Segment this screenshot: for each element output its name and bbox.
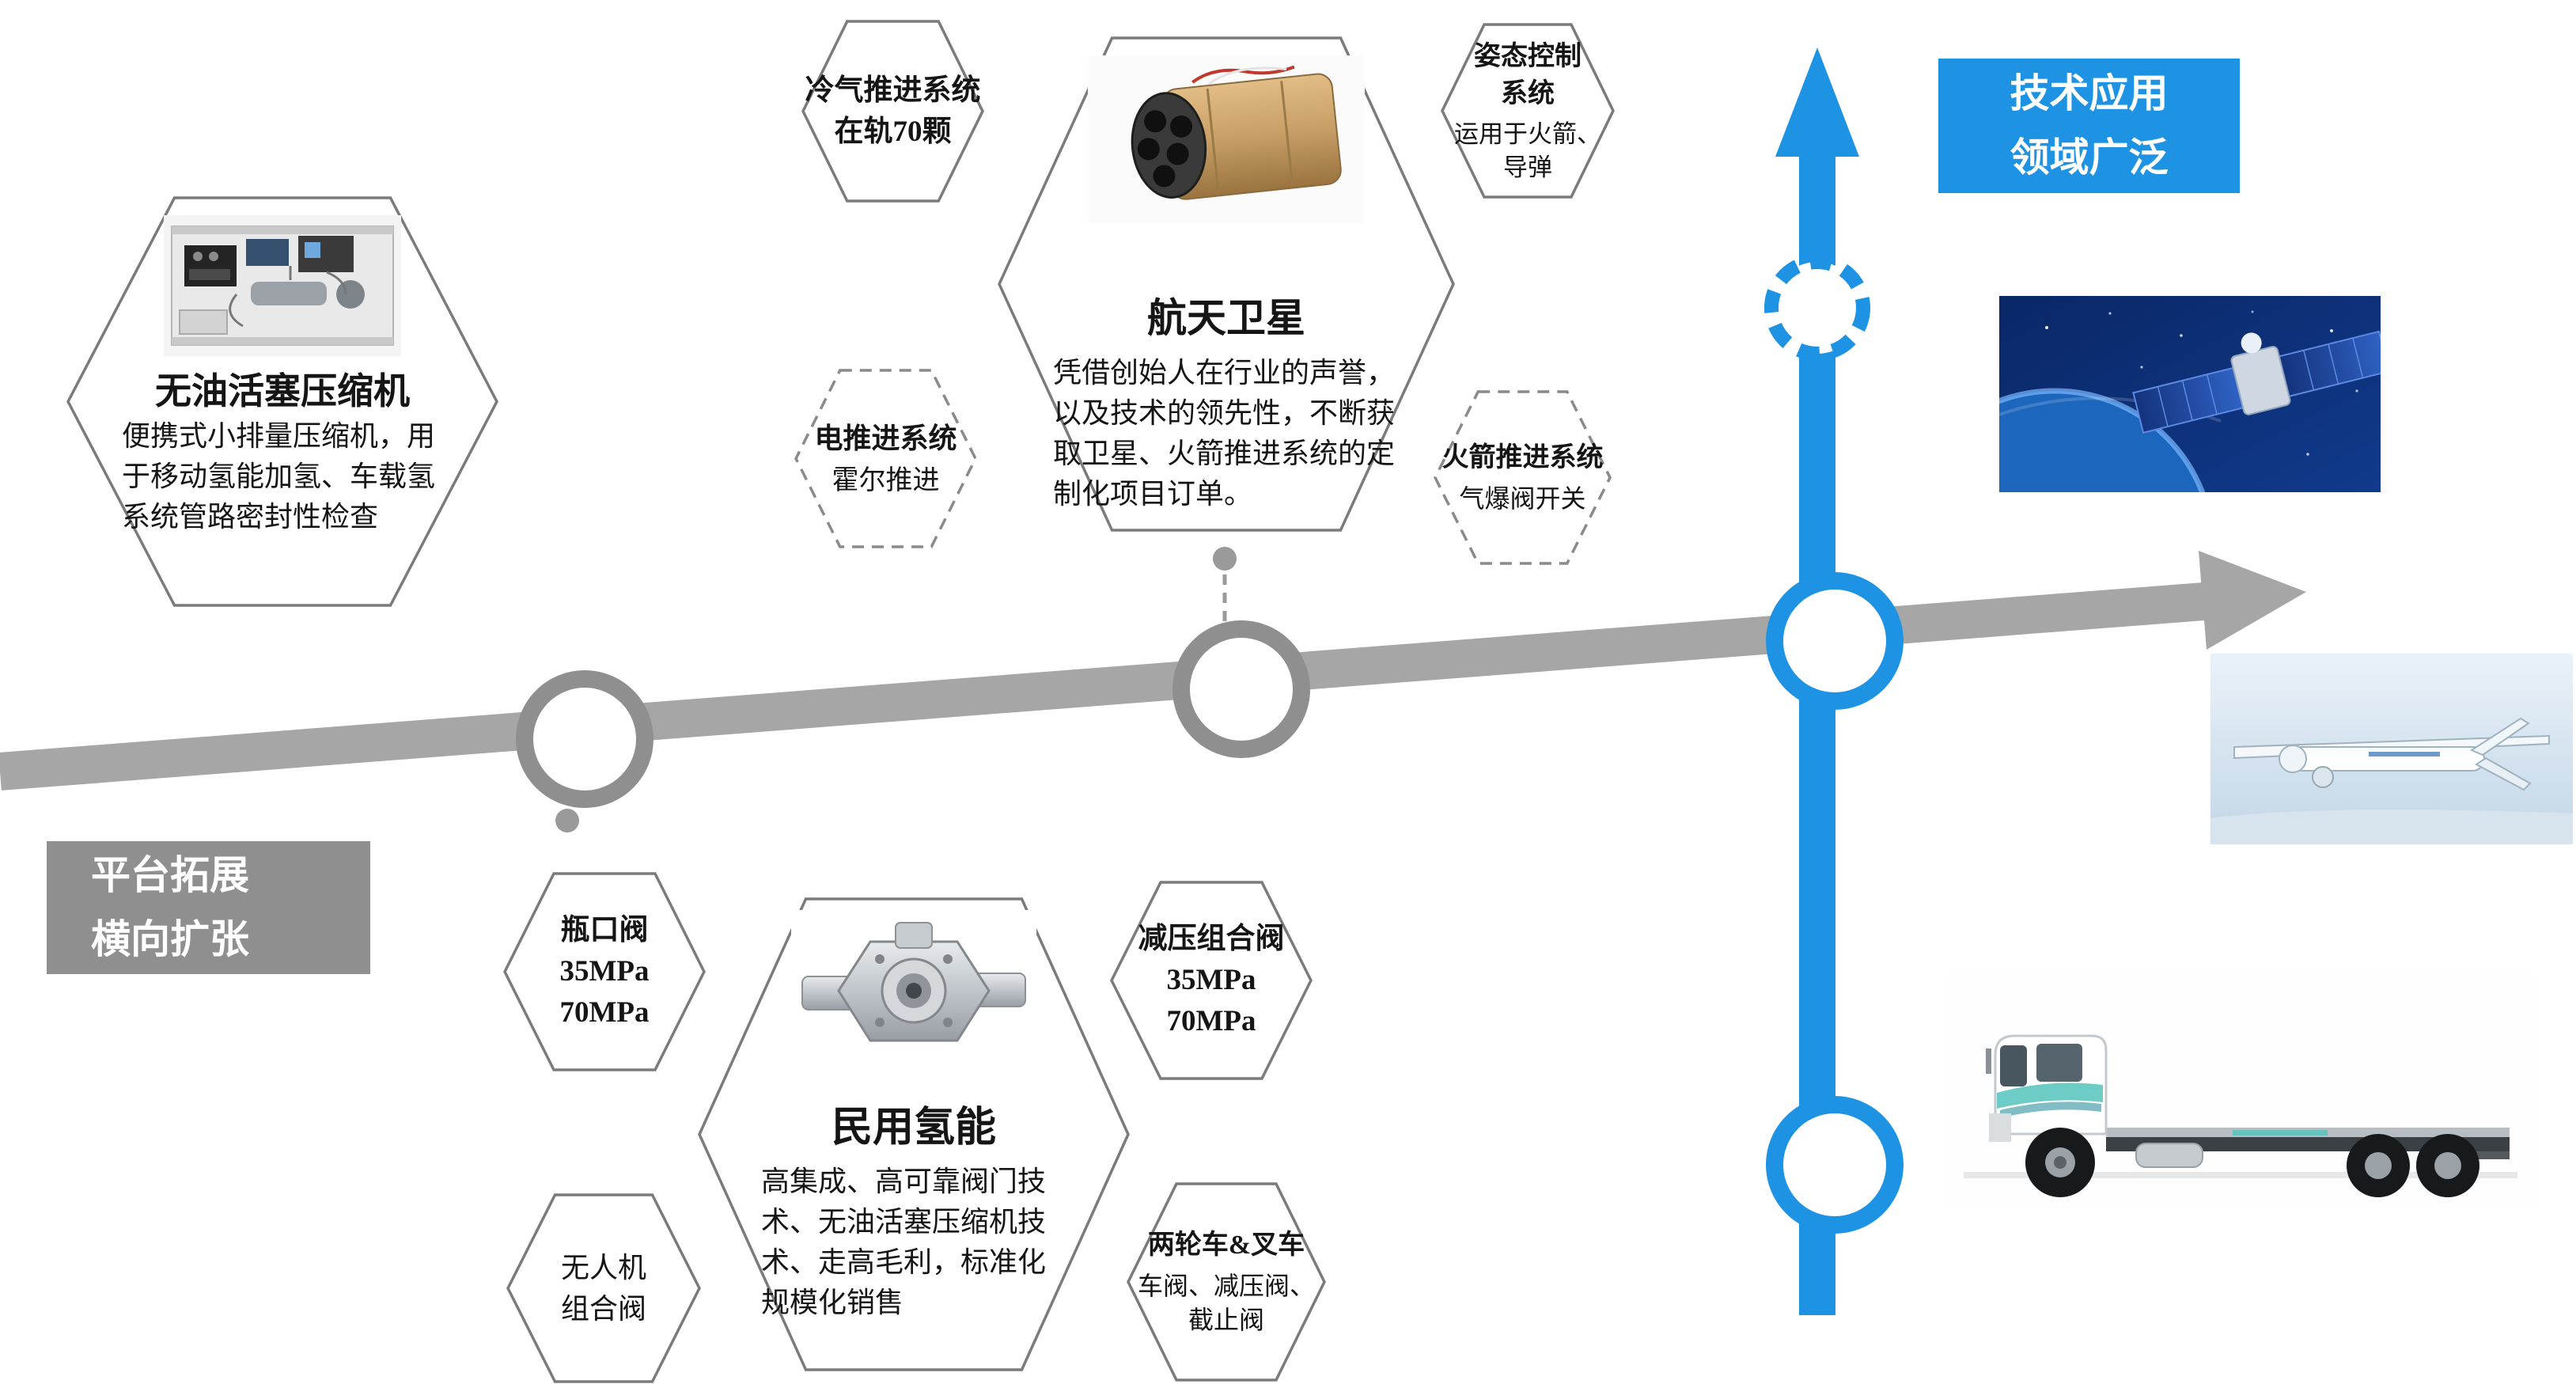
compressor-title: 无油活塞压缩机 [155, 371, 410, 411]
pressure-valve-label: 减压组合阀 35MPa 70MPa [1138, 923, 1285, 1037]
attitude-control-title: 姿态控制 系统 [1474, 41, 1582, 109]
timeline-node-intersection [1766, 572, 1904, 710]
orbit-satellite-photo [1999, 296, 2381, 492]
timeline-node-compressor [516, 670, 653, 808]
hexagon-shape [506, 1193, 701, 1383]
hex-electric-propulsion: 电推进系统 霍尔推进 [794, 369, 977, 548]
platform-expansion-banner: 平台拓展 横向扩张 [47, 841, 370, 974]
connector-dot-satellite [1213, 547, 1237, 571]
vertical-node-lower [1766, 1096, 1904, 1234]
cold-gas-label: 冷气推进系统 在轨70颗 [805, 74, 981, 148]
rocket-propulsion-subtitle: 气爆阀开关 [1459, 483, 1586, 513]
hexagon-shape [794, 369, 977, 548]
hex-drone-valve: 无人机 组合阀 [506, 1193, 701, 1383]
hex-attitude-control: 姿态控制 系统 运用于火箭、 导弹 [1441, 23, 1615, 199]
compressor-description: 便携式小排量压缩机，用于移动氢能加氢、车载氢系统管路密封性检查 [122, 420, 436, 533]
hex-bottle-valve: 瓶口阀 35MPa 70MPa [503, 872, 706, 1071]
two-wheeler-subtitle: 车阀、减压阀、 截止阀 [1137, 1271, 1315, 1334]
hex-civil-hydrogen: 民用氢能 高集成、高可靠阀门技术、无油活塞压缩机技术、走高毛利，标准化规模化销售 [698, 897, 1130, 1371]
vertical-axis-arrowhead [1775, 47, 1859, 157]
hex-compressor: 无油活塞压缩机 便携式小排量压缩机，用于移动氢能加氢、车载氢系统管路密封性检查 [66, 196, 498, 607]
hex-cold-gas: 冷气推进系统 在轨70颗 [801, 20, 984, 203]
satellite-title: 航天卫星 [1147, 296, 1305, 340]
horizontal-axis-arrowhead [2199, 551, 2306, 650]
two-wheeler-title: 两轮车&叉车 [1147, 1230, 1305, 1261]
truck-photo [1948, 973, 2535, 1210]
hexagon-shape [1127, 1182, 1326, 1382]
hexagon-shape [801, 20, 984, 203]
electric-propulsion-subtitle: 霍尔推进 [832, 465, 940, 495]
compressor-photo [164, 215, 401, 356]
satellite-description: 凭借创始人在行业的声誉，以及技术的领先性，不断获取卫星、火箭推进系统的定制化项目… [1053, 357, 1396, 510]
timeline-node-satellite [1172, 620, 1310, 758]
hexagon-shape [1441, 23, 1615, 199]
hexagon-shape [1434, 390, 1612, 565]
satellite-photo [1088, 55, 1365, 223]
hex-rocket-propulsion: 火箭推进系统 气爆阀开关 [1434, 390, 1612, 565]
hex-aerospace-satellite: 航天卫星 凭借创始人在行业的声誉，以及技术的领先性，不断获取卫星、火箭推进系统的… [998, 36, 1455, 532]
connector-dot-compressor [555, 809, 579, 832]
hexagon-shape [1110, 881, 1313, 1080]
drone-valve-label: 无人机 组合阀 [560, 1251, 646, 1325]
civil-hydrogen-description: 高集成、高可靠阀门技术、无油活塞压缩机技术、走高毛利，标准化规模化销售 [761, 1166, 1047, 1319]
civil-hydrogen-title: 民用氢能 [831, 1105, 996, 1151]
rocket-propulsion-title: 火箭推进系统 [1441, 443, 1604, 473]
vertical-node-dashed [1764, 255, 1870, 361]
hex-pressure-valve: 减压组合阀 35MPa 70MPa [1110, 881, 1313, 1080]
electric-propulsion-title: 电推进系统 [814, 422, 957, 454]
hex-two-wheeler-valve: 两轮车&叉车 车阀、减压阀、 截止阀 [1127, 1182, 1326, 1382]
bottle-valve-label: 瓶口阀 35MPa 70MPa [559, 914, 650, 1029]
valve-photo [791, 910, 1036, 1072]
attitude-control-subtitle: 运用于火箭、 导弹 [1454, 120, 1601, 181]
uav-photo [2210, 654, 2573, 844]
tech-application-banner: 技术应用 领域广泛 [1938, 59, 2240, 193]
hexagon-shape [503, 872, 706, 1071]
